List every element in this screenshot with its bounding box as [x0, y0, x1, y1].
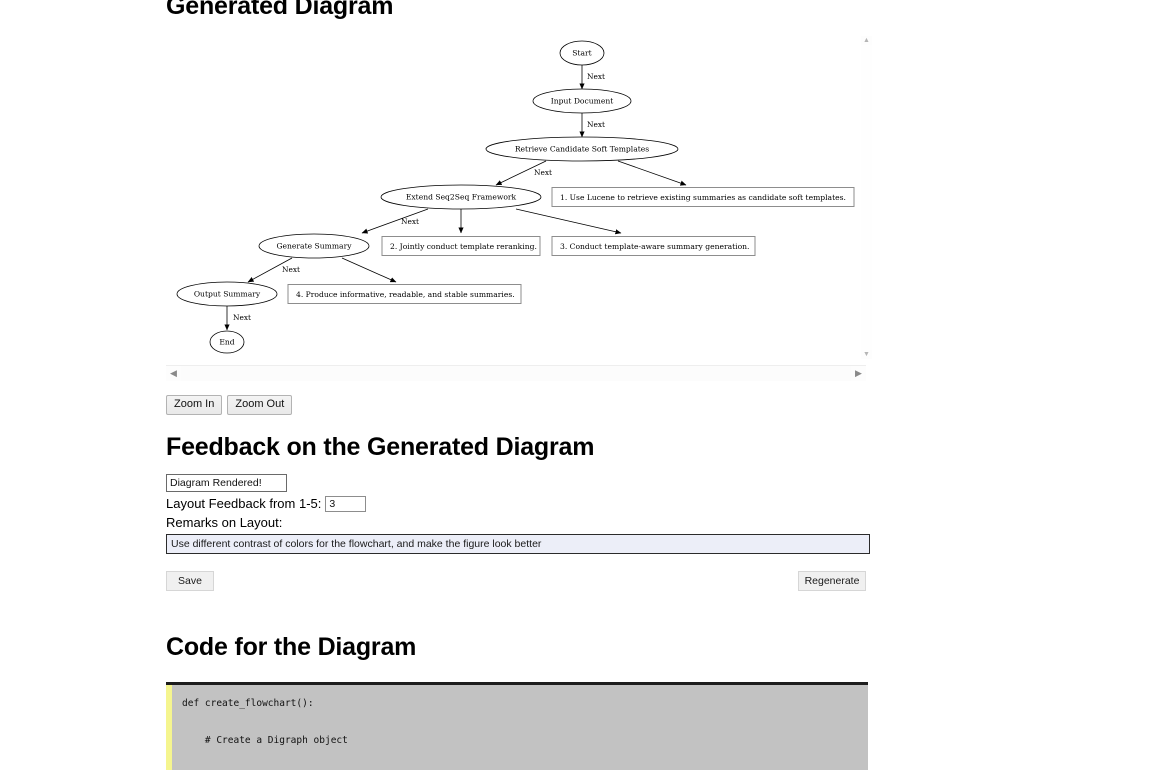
remarks-label: Remarks on Layout: [166, 515, 283, 530]
zoom-in-button[interactable]: Zoom In [166, 395, 223, 415]
flowchart-node-end[interactable]: End [209, 330, 245, 354]
flowchart-node-output-summary[interactable]: Output Summary [176, 281, 278, 307]
flowchart-box-1[interactable]: 1. Use Lucene to retrieve existing summa… [551, 187, 855, 207]
content-column: Generated Diagram [166, 0, 870, 770]
rating-label: Layout Feedback from 1-5: [166, 496, 322, 511]
node-label-start: Start [572, 49, 591, 58]
scroll-left-arrow-icon[interactable]: ◀ [170, 368, 177, 378]
zoom-out-button[interactable]: Zoom Out [227, 395, 293, 415]
diagram-canvas[interactable]: Start Input Document Retrieve Candidate … [166, 35, 866, 365]
box-label-1: 1. Use Lucene to retrieve existing summa… [560, 193, 846, 202]
diagram-vertical-scrollbar[interactable]: ▲ ▼ [861, 36, 872, 359]
box-label-4: 4. Produce informative, readable, and st… [296, 290, 515, 299]
node-label-input-document: Input Document [551, 97, 614, 106]
code-divider [166, 682, 868, 685]
diagram-horizontal-scrollbar[interactable]: ◀ ▶ [166, 365, 866, 381]
edge-label-next-6: Next [233, 313, 251, 322]
diagram-viewport[interactable]: Start Input Document Retrieve Candidate … [166, 35, 866, 365]
rating-row: Layout Feedback from 1-5: [166, 496, 866, 512]
edge-label-next-2: Next [587, 120, 605, 129]
vertical-scrollbar-track[interactable] [861, 45, 872, 350]
zoom-controls: Zoom In Zoom Out [166, 395, 866, 415]
page-title-feedback: Feedback on the Generated Diagram [166, 433, 595, 461]
page-title-code: Code for the Diagram [166, 633, 417, 661]
code-block[interactable]: def create_flowchart(): # Create a Digra… [166, 685, 868, 770]
rating-input[interactable] [325, 496, 367, 512]
flowchart-node-start[interactable]: Start [559, 40, 605, 66]
save-button[interactable]: Save [166, 571, 214, 591]
scrollbar-track[interactable] [181, 366, 851, 381]
scroll-right-arrow-icon[interactable]: ▶ [855, 368, 862, 378]
box-label-3: 3. Conduct template-aware summary genera… [560, 242, 749, 251]
flowchart-box-3[interactable]: 3. Conduct template-aware summary genera… [551, 236, 756, 256]
node-label-extend-seq2seq: Extend Seq2Seq Framework [406, 193, 517, 202]
flowchart-node-retrieve-candidate-soft-templates[interactable]: Retrieve Candidate Soft Templates [485, 136, 679, 162]
flowchart-box-2[interactable]: 2. Jointly conduct template reranking. [381, 236, 541, 256]
node-label-retrieve: Retrieve Candidate Soft Templates [515, 145, 649, 154]
node-label-end: End [219, 338, 234, 347]
remarks-textarea[interactable]: Use different contrast of colors for the… [166, 534, 870, 554]
flowchart-node-extend-seq2seq-framework[interactable]: Extend Seq2Seq Framework [380, 184, 542, 210]
form-action-row: Save Regenerate [166, 571, 866, 591]
regenerate-button[interactable]: Regenerate [798, 571, 866, 591]
flowchart-edges [224, 65, 687, 331]
edge-label-next-4: Next [401, 217, 419, 226]
flowchart-node-generate-summary[interactable]: Generate Summary [258, 233, 370, 259]
flowchart-svg: Start Input Document Retrieve Candidate … [176, 40, 855, 354]
edge-label-next-5: Next [282, 265, 300, 274]
edge-label-next-3: Next [534, 168, 552, 177]
code-content: def create_flowchart(): # Create a Digra… [182, 698, 348, 746]
node-label-output-summary: Output Summary [194, 290, 261, 299]
scroll-up-arrow-icon[interactable]: ▲ [863, 37, 870, 44]
edge-label-next-1: Next [587, 72, 605, 81]
flowchart-box-4[interactable]: 4. Produce informative, readable, and st… [287, 284, 522, 304]
status-field[interactable] [166, 474, 287, 492]
box-label-2: 2. Jointly conduct template reranking. [390, 242, 537, 251]
flowchart-node-input-document[interactable]: Input Document [532, 88, 632, 114]
page-title-generated-diagram: Generated Diagram [166, 0, 394, 20]
node-label-generate-summary: Generate Summary [276, 242, 352, 251]
scroll-down-arrow-icon[interactable]: ▼ [863, 351, 870, 358]
